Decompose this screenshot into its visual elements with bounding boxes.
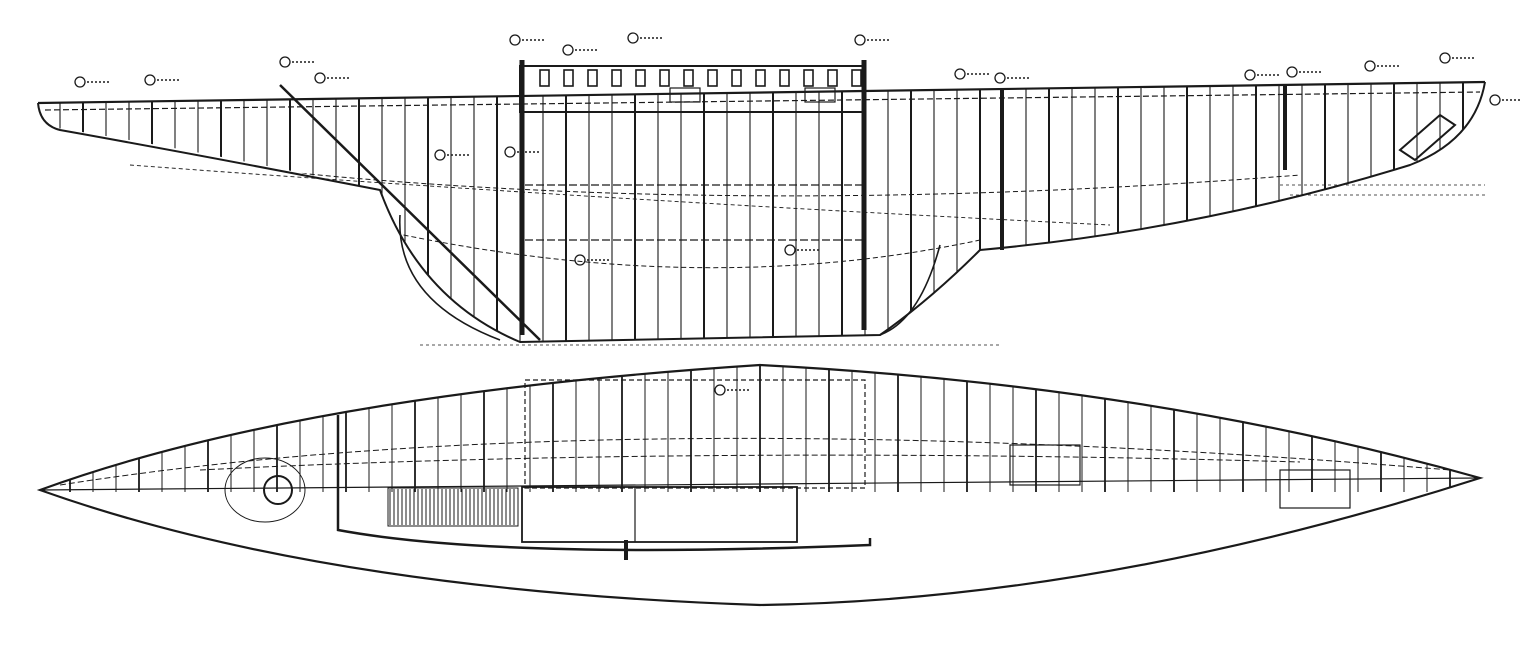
- hull-bottom-profile: [37, 81, 1486, 344]
- window: [587, 69, 598, 87]
- callout-circle: [994, 72, 1006, 84]
- plan-view: [36, 363, 1484, 607]
- window: [851, 69, 862, 87]
- callout-circle: [714, 384, 726, 396]
- baseline: [420, 184, 1485, 346]
- carlin-line: [59, 437, 1451, 486]
- callout-circle: [854, 34, 866, 46]
- callout-circle: [1286, 66, 1298, 78]
- window: [731, 69, 742, 87]
- window: [827, 69, 838, 87]
- callout-circle: [504, 146, 516, 158]
- cabin-sole: [525, 184, 862, 241]
- sheer-line: [37, 80, 1486, 105]
- planking-hatching: [389, 489, 515, 525]
- callout-circle: [954, 68, 966, 80]
- callout-circle: [314, 72, 326, 84]
- hatch: [1009, 444, 1081, 486]
- profile-frames: [39, 82, 1464, 342]
- callout-circle: [74, 76, 86, 88]
- window: [683, 69, 694, 87]
- callout-circle: [434, 149, 446, 161]
- window: [635, 69, 646, 87]
- deckhouse-windows: [539, 69, 862, 87]
- rudder: [1398, 113, 1457, 162]
- window: [803, 69, 814, 87]
- cabin-top: [521, 486, 798, 543]
- hatch: [669, 87, 701, 103]
- callout-circle: [1439, 52, 1451, 64]
- window: [539, 69, 550, 87]
- deck-planking: [387, 487, 519, 527]
- profile-view: [37, 32, 1520, 396]
- lazarette: [1279, 469, 1351, 509]
- callout-circle: [509, 34, 521, 46]
- companionway: [524, 379, 866, 489]
- callout-circle: [1489, 94, 1501, 106]
- callout-circle: [1364, 60, 1376, 72]
- deck-line: [44, 91, 1481, 111]
- cockpit-outline: [336, 415, 872, 552]
- callout-circle: [279, 56, 291, 68]
- callout-circle: [1244, 69, 1256, 81]
- callout-circle: [574, 254, 586, 266]
- waterline: [129, 164, 1111, 226]
- callout-markers: [74, 32, 1520, 396]
- callout-circle: [144, 74, 156, 86]
- window: [563, 69, 574, 87]
- window: [659, 69, 670, 87]
- carlin-line: [199, 454, 1301, 471]
- callout-circle: [627, 32, 639, 44]
- callout-circle: [784, 244, 796, 256]
- window: [755, 69, 766, 87]
- hatch: [804, 87, 836, 103]
- mast-stay: [279, 84, 541, 341]
- callout-circle: [562, 44, 574, 56]
- stringer: [39, 139, 1301, 197]
- winch-area: [224, 457, 306, 523]
- mast-step: [263, 475, 293, 505]
- window: [611, 69, 622, 87]
- window: [779, 69, 790, 87]
- window: [707, 69, 718, 87]
- stringer: [379, 229, 981, 269]
